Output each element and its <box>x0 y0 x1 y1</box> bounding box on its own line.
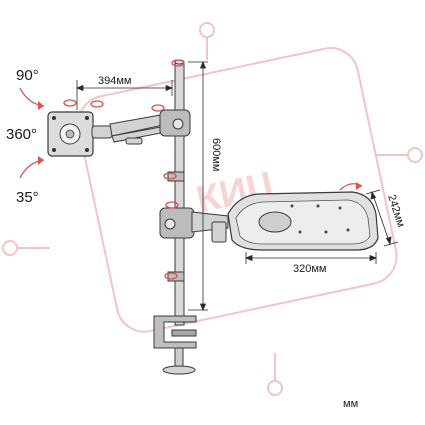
tray-arm <box>159 207 229 243</box>
rotation-label: 360° <box>6 126 37 143</box>
tilt-up-label: 90° <box>16 67 39 84</box>
laptop-tray <box>227 191 379 251</box>
tilt-down-label: 35° <box>16 189 39 206</box>
vesa-plate <box>47 111 94 157</box>
arm-length-label: 394мм <box>98 75 131 87</box>
pole-height-label: 600мм <box>210 138 222 171</box>
rotation-arrow-icons <box>19 59 363 280</box>
tray-width-label: 320мм <box>293 263 326 275</box>
unit-note: мм <box>343 398 359 410</box>
pole <box>174 61 185 326</box>
desk-clamp <box>153 315 197 375</box>
dimension-lines <box>75 60 399 312</box>
monitor-arm <box>91 109 191 145</box>
